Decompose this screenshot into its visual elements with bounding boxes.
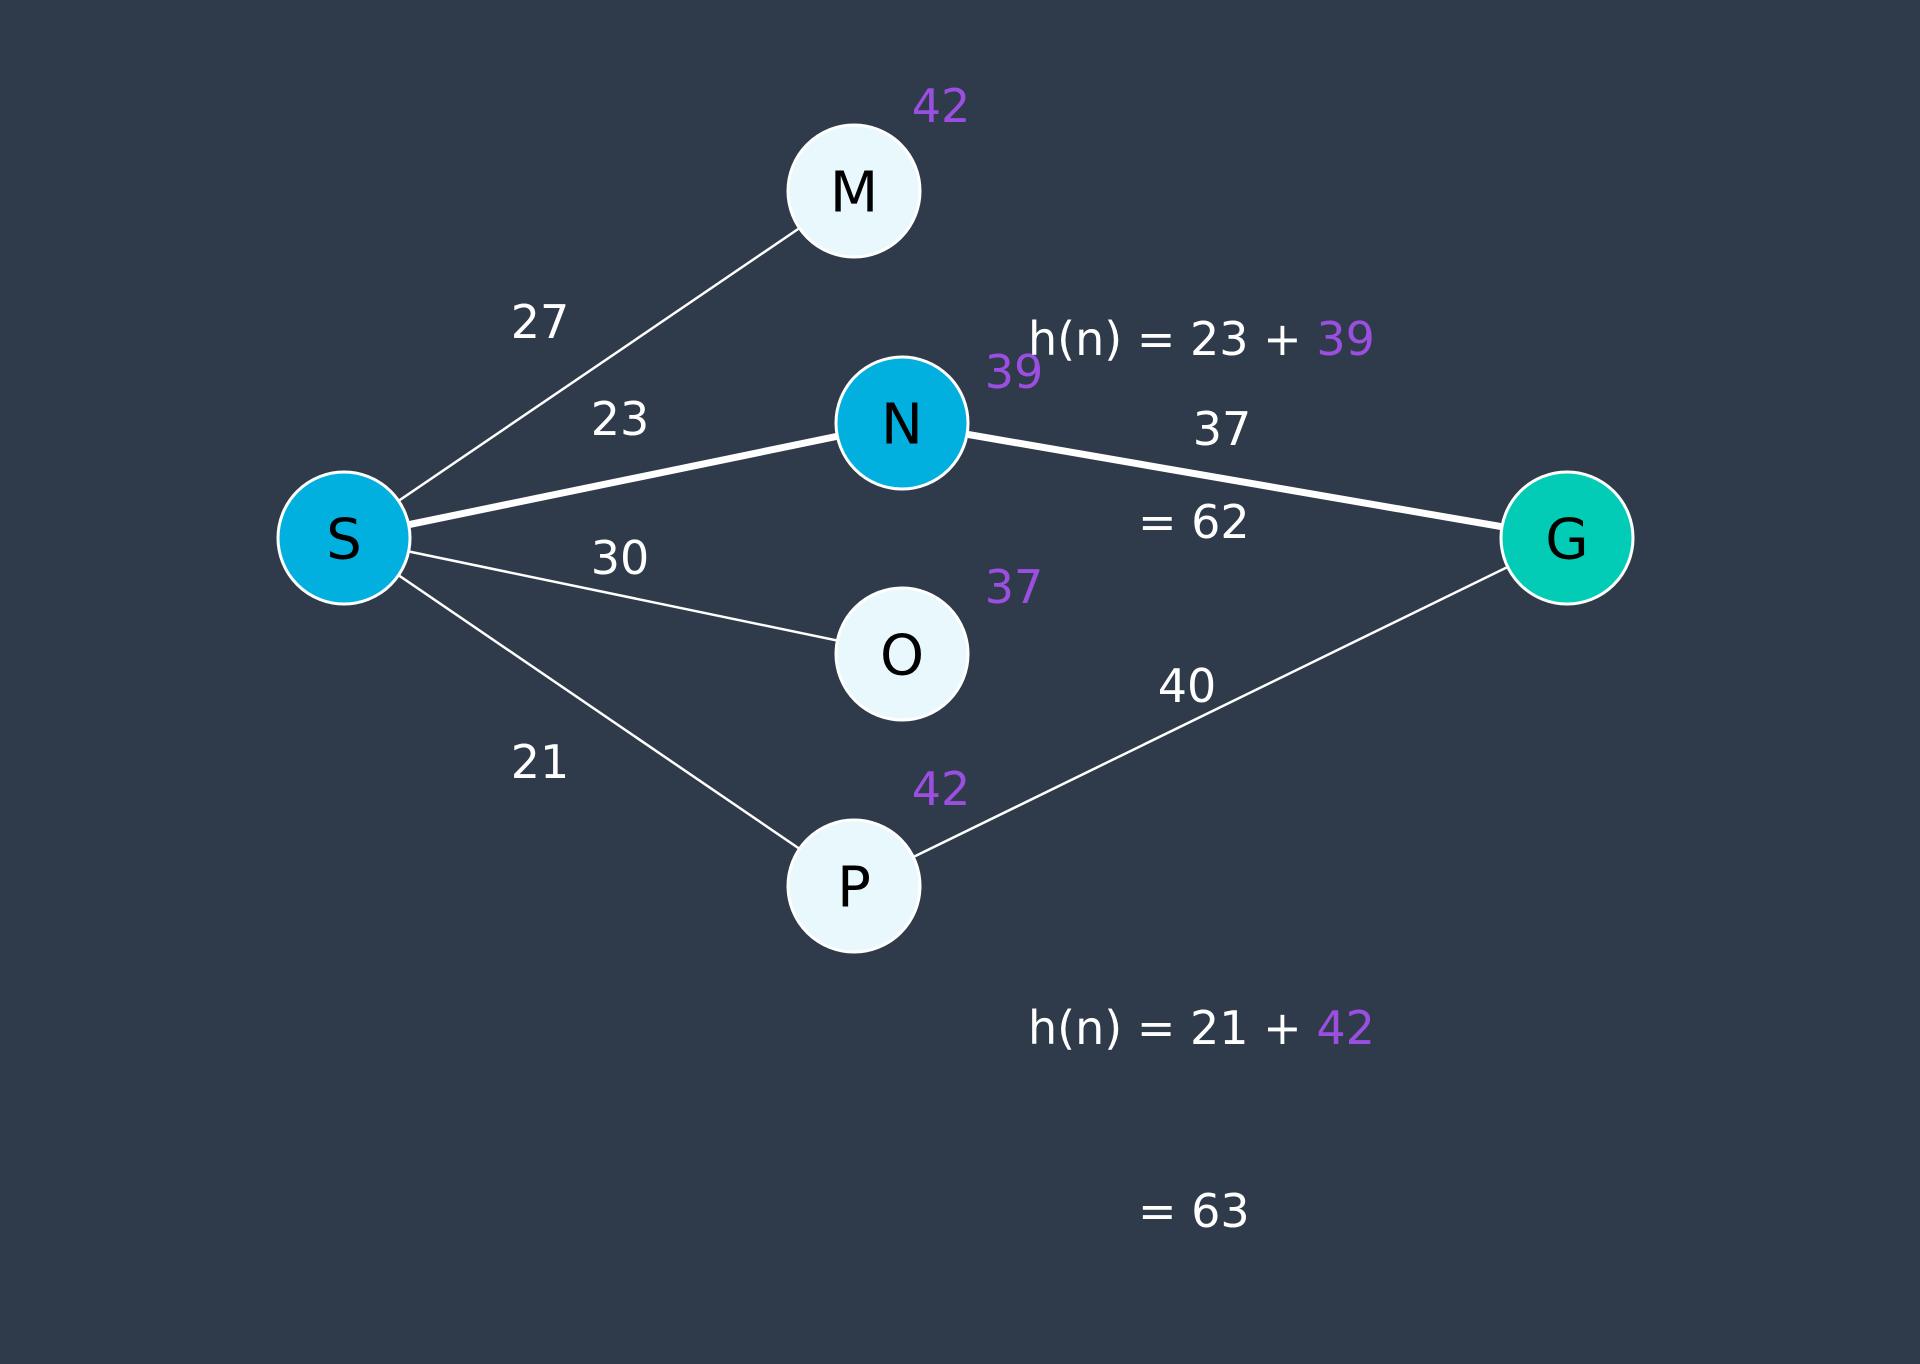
formula-bottom-result: = 63	[1138, 1184, 1250, 1238]
formula-top-line1: h(n) = 23 + 39	[1028, 309, 1468, 370]
edge-weight-s-n: 23	[591, 392, 650, 446]
edge-n-g	[898, 419, 1571, 542]
edge-weight-n-g: 37	[1193, 402, 1252, 456]
node-g-circle	[1499, 470, 1635, 606]
node-o-label: O	[880, 624, 924, 689]
node-n-label: N	[881, 393, 923, 458]
node-g: G	[1499, 470, 1635, 606]
node-o-circle	[834, 586, 970, 722]
heuristic-o: 37	[985, 560, 1044, 614]
formula-bottom-heuristic: 42	[1316, 1001, 1375, 1055]
node-g-label: G	[1545, 508, 1588, 573]
search-graph-diagram: 27 23 30 21 37 40 S M N O P G 42 39 37 42 h(n) = 23 +…	[276, 79, 1635, 1238]
formula-top-prefix: h(n) = 23 +	[1028, 312, 1317, 366]
edge-s-o	[342, 536, 904, 656]
node-m: M	[786, 123, 922, 259]
edge-weights-layer: 27 23 30 21 37 40	[511, 295, 1252, 789]
node-p-circle	[786, 818, 922, 954]
node-m-circle	[786, 123, 922, 259]
node-p-label: P	[837, 856, 871, 921]
formula-bottom: h(n) = 21 + 42 = 63	[1028, 876, 1468, 1364]
heuristics-layer: 42 39 37 42	[912, 79, 1044, 816]
formula-bottom-prefix: h(n) = 21 +	[1028, 1001, 1317, 1055]
edge-weight-p-g: 40	[1158, 659, 1217, 713]
formula-top-result: = 62	[1138, 495, 1250, 549]
node-s-circle	[276, 470, 412, 606]
edge-s-p	[342, 536, 856, 888]
edge-s-n	[340, 419, 906, 542]
edges-layer	[340, 189, 1571, 888]
edge-weight-s-o: 30	[591, 531, 650, 585]
edge-s-m	[342, 189, 856, 540]
formula-top: h(n) = 23 + 39 = 62	[1028, 187, 1468, 675]
heuristic-n: 39	[985, 345, 1044, 399]
node-s: S	[276, 470, 412, 606]
edge-weight-s-p: 21	[511, 735, 570, 789]
node-p: P	[786, 818, 922, 954]
nodes-layer: S M N O P G	[276, 123, 1635, 954]
heuristic-m: 42	[912, 79, 971, 133]
graph-canvas: 27 23 30 21 37 40 S M N O P G 42 39 37 42	[276, 79, 1635, 954]
heuristic-p: 42	[912, 762, 971, 816]
edge-p-g	[852, 536, 1569, 888]
node-s-label: S	[326, 508, 362, 573]
node-m-label: M	[830, 161, 878, 226]
edge-weight-s-m: 27	[511, 295, 570, 349]
node-n-circle	[834, 355, 970, 491]
formula-top-heuristic: 39	[1316, 312, 1375, 366]
node-n: N	[834, 355, 970, 491]
node-o: O	[834, 586, 970, 722]
formula-bottom-line1: h(n) = 21 + 42	[1028, 998, 1468, 1059]
